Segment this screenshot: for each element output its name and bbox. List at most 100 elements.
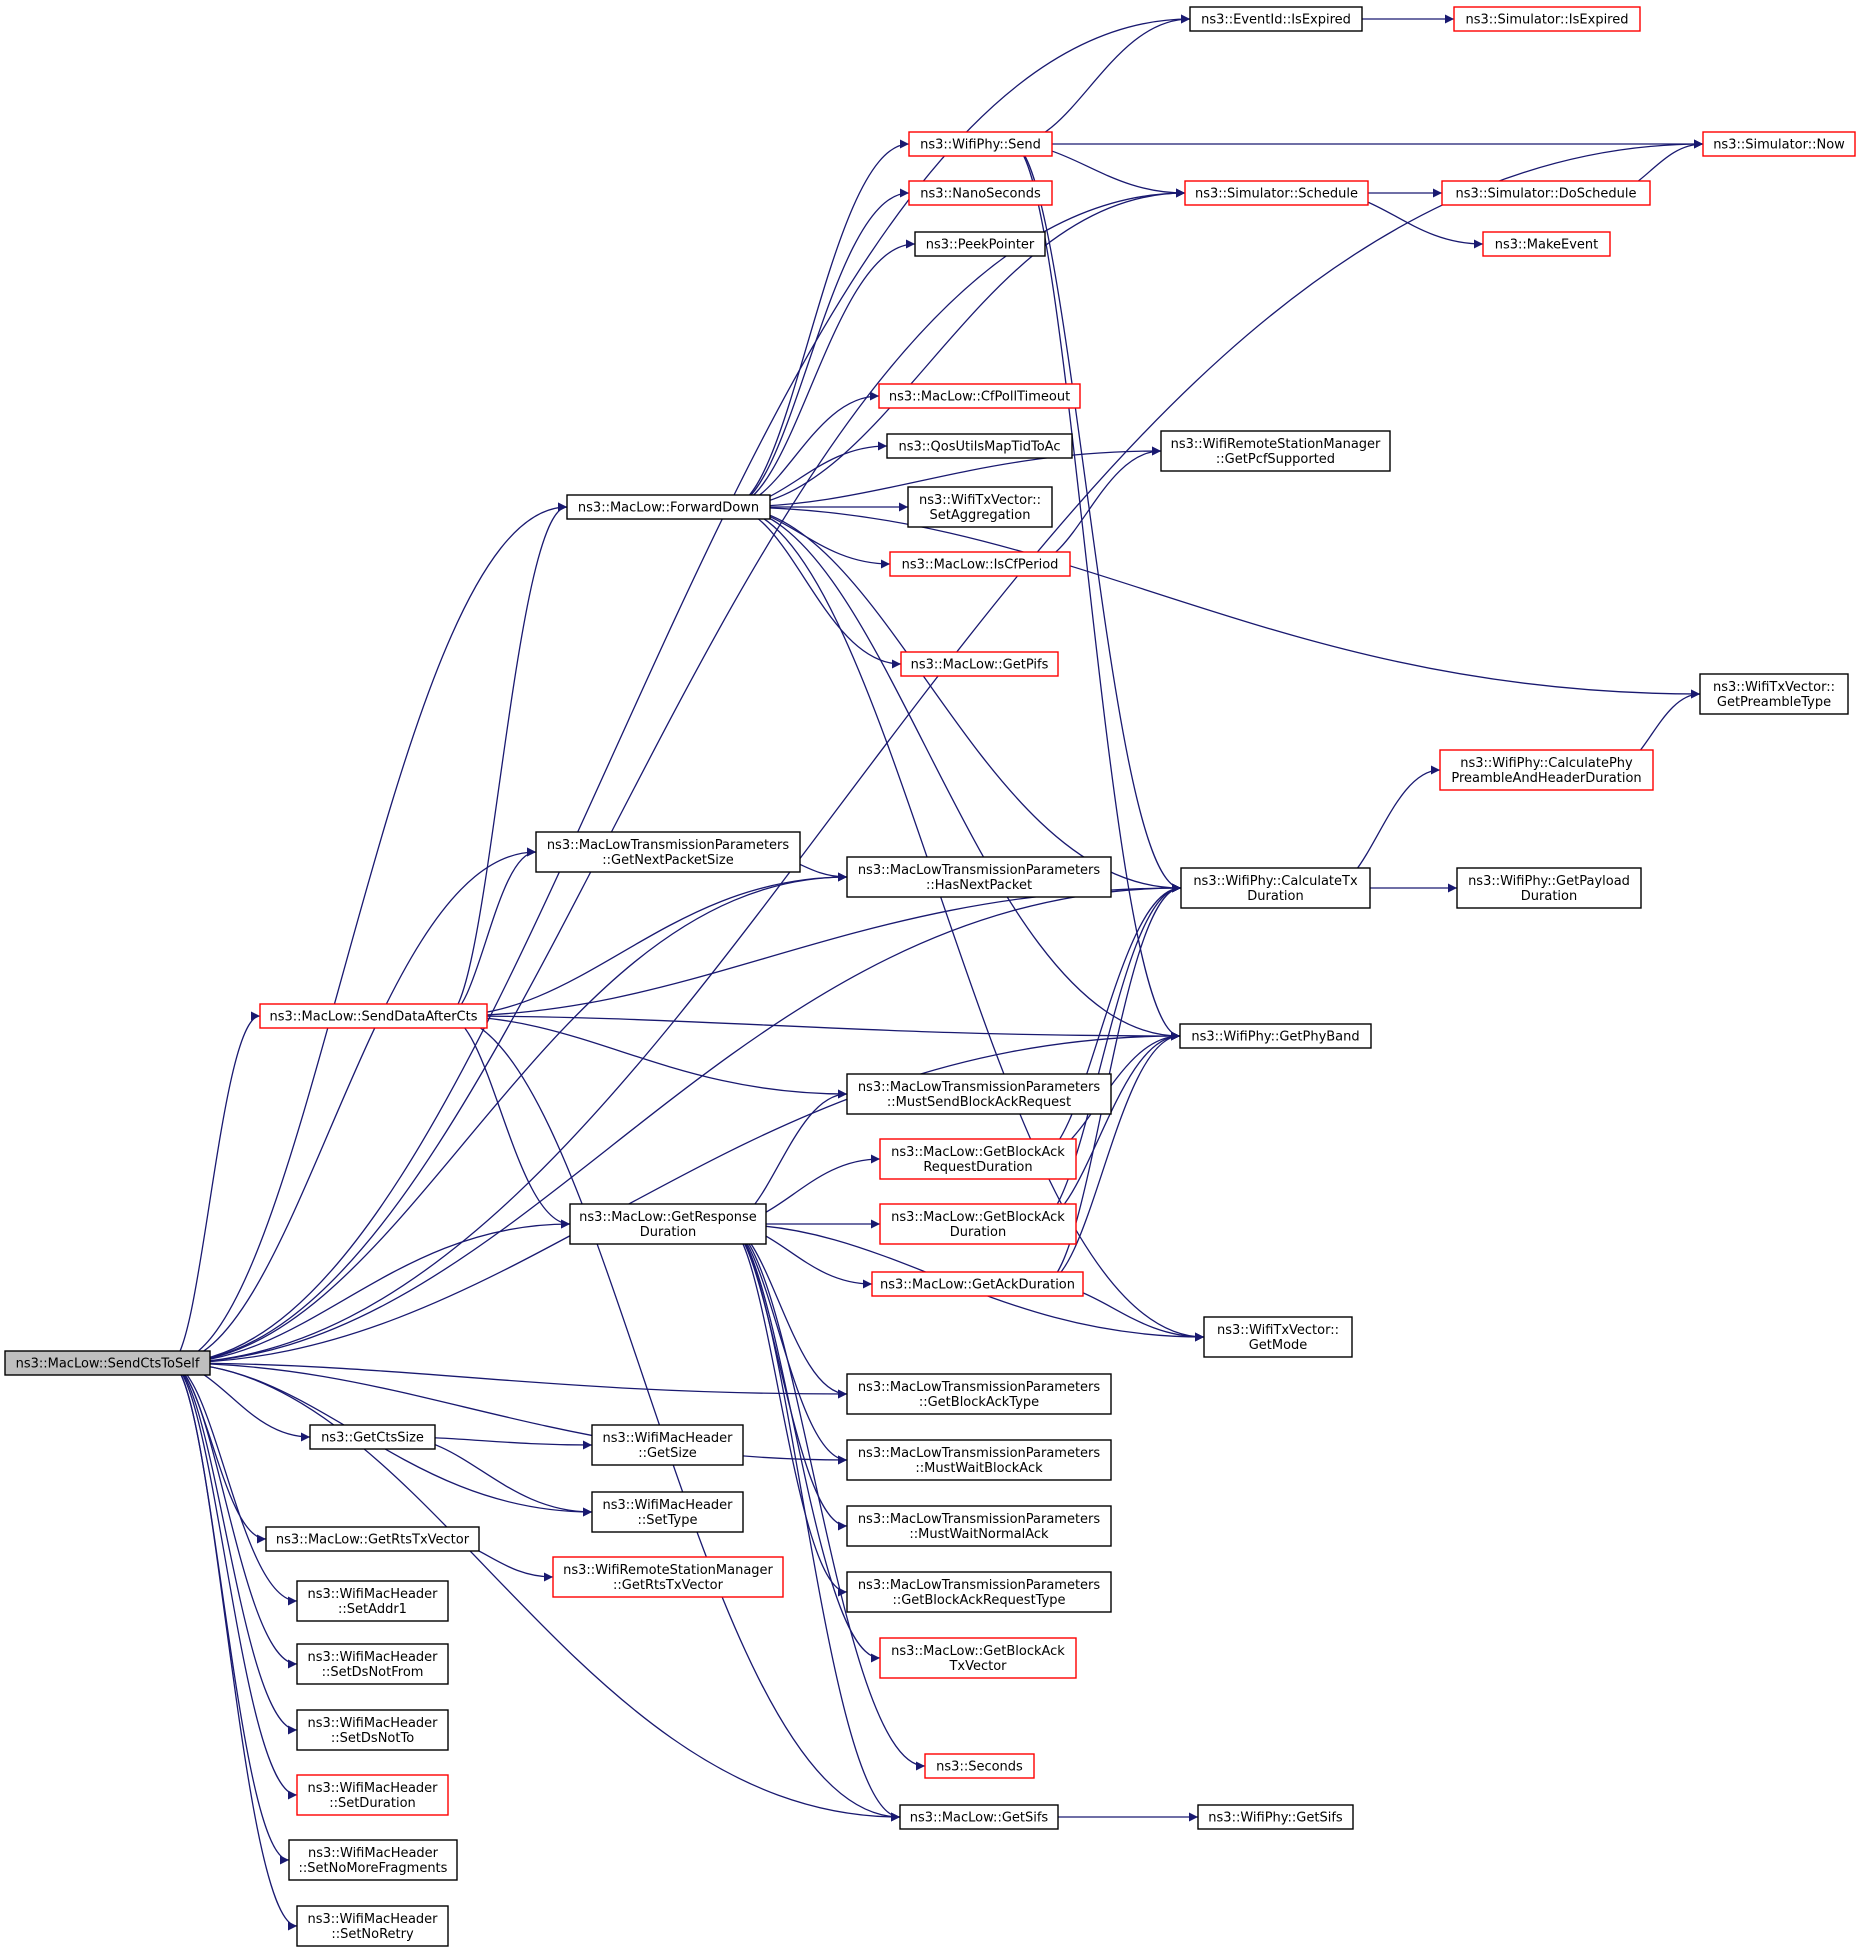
edge-arrow: [169, 1362, 298, 1931]
node-sendCts[interactable]: ns3::MacLow::SendCtsToSelf: [4, 1350, 211, 1376]
node-box: [296, 1709, 449, 1751]
node-setDsNotFrom[interactable]: ns3::WifiMacHeader::SetDsNotFrom: [296, 1643, 449, 1685]
node-label: ns3::MacLowTransmissionParameters: [858, 1446, 1101, 1461]
node-hdrGetSize[interactable]: ns3::WifiMacHeader::GetSize: [591, 1424, 744, 1466]
edge-wifiSend-to-isExpired: [1011, 14, 1191, 145]
node-setNoRetry[interactable]: ns3::WifiMacHeader::SetNoRetry: [296, 1905, 449, 1947]
edge-forwardDown-to-peekPointer: [729, 239, 916, 508]
edge-arrow: [169, 1362, 267, 1544]
node-setAggregation[interactable]: ns3::WifiTxVector::SetAggregation: [907, 486, 1053, 528]
node-getRtsTx[interactable]: ns3::MacLow::GetRtsTxVector: [265, 1526, 480, 1552]
node-wifiSend[interactable]: ns3::WifiPhy::Send: [908, 131, 1053, 157]
edge-sendData-to-calcTx: [446, 883, 1182, 1017]
edge-arrow: [725, 1223, 848, 1465]
node-seconds[interactable]: ns3::Seconds: [924, 1753, 1035, 1779]
node-label: ::SetDsNotFrom: [322, 1665, 424, 1680]
node-setNoMoreFrag[interactable]: ns3::WifiMacHeader::SetNoMoreFragments: [288, 1839, 458, 1881]
node-box: [1482, 231, 1611, 257]
node-getPifs[interactable]: ns3::MacLow::GetPifs: [900, 651, 1059, 677]
node-getAckDur[interactable]: ns3::MacLow::GetAckDuration: [871, 1271, 1084, 1297]
edge-arrow: [169, 14, 1191, 1364]
node-getPreamble[interactable]: ns3::WifiTxVector::GetPreambleType: [1699, 673, 1849, 715]
node-phyGetSifs[interactable]: ns3::WifiPhy::GetSifs: [1197, 1804, 1354, 1830]
node-label: ::MustSendBlockAckRequest: [887, 1095, 1071, 1110]
edge-forwardDown-to-nanoSeconds: [729, 188, 910, 508]
edge-arrow: [169, 1362, 298, 1735]
edge-arrow: [446, 1015, 1181, 1041]
node-getMode[interactable]: ns3::WifiTxVector::GetMode: [1203, 1316, 1353, 1358]
edge-arrow: [169, 1031, 1181, 1364]
node-label: ns3::MacLow::ForwardDown: [578, 501, 759, 516]
node-box: [1197, 1804, 1354, 1830]
node-hdrSetType[interactable]: ns3::WifiMacHeader::SetType: [591, 1491, 744, 1533]
node-label: GetMode: [1249, 1338, 1308, 1353]
node-doSchedule[interactable]: ns3::Simulator::DoSchedule: [1441, 180, 1651, 206]
node-box: [1699, 673, 1849, 715]
edge-arrow: [725, 1223, 926, 1771]
node-calcPreamble[interactable]: ns3::WifiPhy::CalculatePhyPreambleAndHea…: [1439, 749, 1654, 791]
node-box: [288, 1839, 458, 1881]
edge-sendCts-to-getPhyBand: [169, 1031, 1181, 1364]
node-schedule[interactable]: ns3::Simulator::Schedule: [1184, 180, 1369, 206]
node-box: [296, 1580, 449, 1622]
edge-arrow: [729, 506, 1181, 1041]
node-getBarType[interactable]: ns3::MacLowTransmissionParameters::GetBl…: [846, 1571, 1112, 1613]
node-forwardDown[interactable]: ns3::MacLow::ForwardDown: [566, 494, 771, 520]
node-box: [879, 1637, 1077, 1679]
node-label: ns3::MacLow::GetResponse: [579, 1210, 757, 1225]
node-isCfPeriod[interactable]: ns3::MacLow::IsCfPeriod: [889, 551, 1071, 577]
node-getPcf[interactable]: ns3::WifiRemoteStationManager::GetPcfSup…: [1160, 430, 1391, 472]
node-label: ns3::MacLowTransmissionParameters: [858, 863, 1101, 878]
node-box: [1179, 1023, 1372, 1049]
node-label: ns3::WifiMacHeader: [307, 1912, 438, 1927]
edge-arrow: [169, 872, 848, 1364]
node-setDsNotTo[interactable]: ns3::WifiMacHeader::SetDsNotTo: [296, 1709, 449, 1751]
node-simIsExpired[interactable]: ns3::Simulator::IsExpired: [1453, 6, 1641, 32]
node-rsmGetRts[interactable]: ns3::WifiRemoteStationManager::GetRtsTxV…: [552, 1556, 784, 1598]
edge-sendData-to-getNextPkt: [446, 847, 537, 1017]
node-mustSendBar[interactable]: ns3::MacLowTransmissionParameters::MustS…: [846, 1073, 1112, 1115]
node-label: ns3::WifiPhy::CalculateTx: [1193, 874, 1358, 889]
node-nanoSeconds[interactable]: ns3::NanoSeconds: [908, 180, 1053, 206]
node-getNextPkt[interactable]: ns3::MacLowTransmissionParameters::GetNe…: [535, 831, 801, 873]
node-label: ns3::MacLow::GetSifs: [910, 1811, 1049, 1826]
edge-forwardDown-to-schedule: [729, 188, 1186, 508]
edge-arrow: [729, 506, 1701, 699]
node-getSifs[interactable]: ns3::MacLow::GetSifs: [899, 1804, 1059, 1830]
node-box: [591, 1424, 744, 1466]
node-sendData[interactable]: ns3::MacLow::SendDataAfterCts: [259, 1003, 488, 1029]
edge-arrow: [169, 139, 1704, 1364]
node-setAddr1[interactable]: ns3::WifiMacHeader::SetAddr1: [296, 1580, 449, 1622]
node-label: ns3::MacLowTransmissionParameters: [547, 838, 790, 853]
edge-arrow: [169, 188, 1186, 1364]
edge-getRespDur-to-seconds: [725, 1223, 926, 1771]
edge-arrow: [169, 1011, 261, 1364]
edge-arrow: [729, 188, 910, 508]
node-now[interactable]: ns3::Simulator::Now: [1702, 131, 1856, 157]
edge-arrow: [446, 1015, 848, 1099]
node-qosMap[interactable]: ns3::QosUtilsMapTidToAc: [886, 433, 1073, 459]
node-hasNextPkt[interactable]: ns3::MacLowTransmissionParameters::HasNe…: [846, 856, 1112, 898]
edge-arrow: [729, 139, 910, 508]
node-cfPollTimeout[interactable]: ns3::MacLow::CfPollTimeout: [878, 383, 1081, 409]
node-mustWaitBa[interactable]: ns3::MacLowTransmissionParameters::MustW…: [846, 1439, 1112, 1481]
edge-arrow: [169, 1362, 298, 1800]
node-isExpired[interactable]: ns3::EventId::IsExpired: [1189, 6, 1363, 32]
node-mustWaitNormal[interactable]: ns3::MacLowTransmissionParameters::MustW…: [846, 1505, 1112, 1547]
node-getBaType[interactable]: ns3::MacLowTransmissionParameters::GetBl…: [846, 1373, 1112, 1415]
edge-arrow: [725, 1223, 848, 1531]
node-label: ns3::WifiMacHeader: [602, 1431, 733, 1446]
node-setDuration[interactable]: ns3::WifiMacHeader::SetDuration: [296, 1774, 449, 1816]
node-peekPointer[interactable]: ns3::PeekPointer: [914, 231, 1046, 257]
node-getCtsSize[interactable]: ns3::GetCtsSize: [309, 1424, 436, 1450]
node-getPhyBand[interactable]: ns3::WifiPhy::GetPhyBand: [1179, 1023, 1372, 1049]
edge-arrow: [169, 1362, 298, 1669]
node-label: Duration: [1247, 889, 1303, 904]
node-makeEvent[interactable]: ns3::MakeEvent: [1482, 231, 1611, 257]
